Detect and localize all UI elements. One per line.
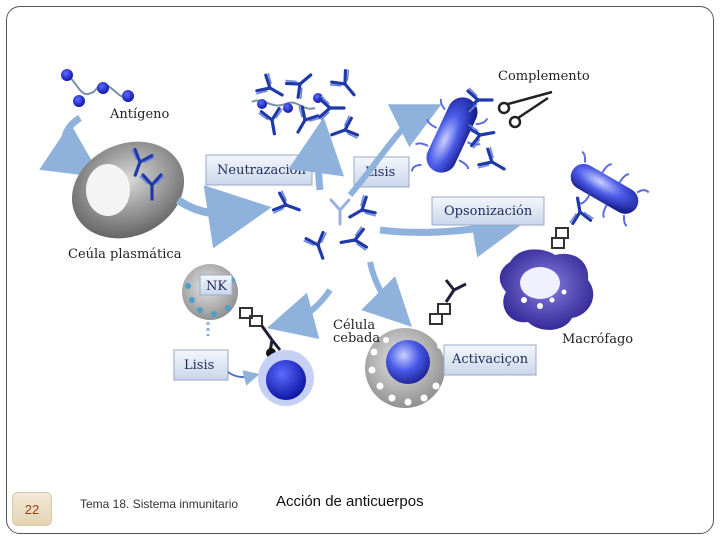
arrow-center-neutralization (288, 117, 345, 191)
neutralization-label: Neutrazación (217, 163, 306, 178)
arrow-antigen-plasma (39, 115, 102, 178)
page-number: 22 (12, 492, 52, 526)
opsonization-label: Opsonización (444, 204, 533, 219)
mast-cell-receptor (429, 279, 467, 325)
plasma-cell (71, 141, 185, 239)
arrow-center-mast (361, 261, 412, 327)
activation-label: Activaciçon (451, 352, 529, 367)
opsonized-bacterium (551, 150, 650, 249)
neutralization-cluster (251, 64, 365, 148)
slide-title: Acción de anticuerpos (276, 493, 424, 510)
arrow-center-lysis (347, 104, 442, 197)
arrow-plasma-center (175, 185, 272, 249)
mast-cell-label-2: cebada (333, 331, 380, 346)
antigen-label: Antígeno (109, 107, 170, 122)
antigen-chain (61, 69, 134, 107)
nk-antibody-link (239, 307, 282, 358)
lysis-bottom-box (173, 349, 229, 381)
opsonization-box (431, 196, 545, 226)
mast-cell (365, 328, 445, 408)
bacterium-complement (410, 86, 553, 181)
target-cell (258, 350, 314, 406)
arrow-center-nk (266, 288, 333, 339)
plasma-cell-label: Ceúla plasmática (68, 247, 182, 262)
nk-label: NK (206, 279, 227, 294)
lysis-bottom-label: Lisis (184, 358, 214, 373)
arrow-lysis-target (227, 370, 260, 386)
activation-box (443, 344, 537, 376)
central-antibodies (270, 188, 379, 264)
macrophage (499, 249, 594, 330)
course-name: Tema 18. Sistema inmunitario (80, 497, 239, 511)
mast-cell-label-1: Célula (333, 318, 375, 333)
complement-label: Complemento (498, 69, 590, 84)
arrow-center-opsonization (379, 202, 528, 258)
macrophage-label: Macrófago (562, 332, 633, 347)
nk-cell (182, 264, 238, 320)
